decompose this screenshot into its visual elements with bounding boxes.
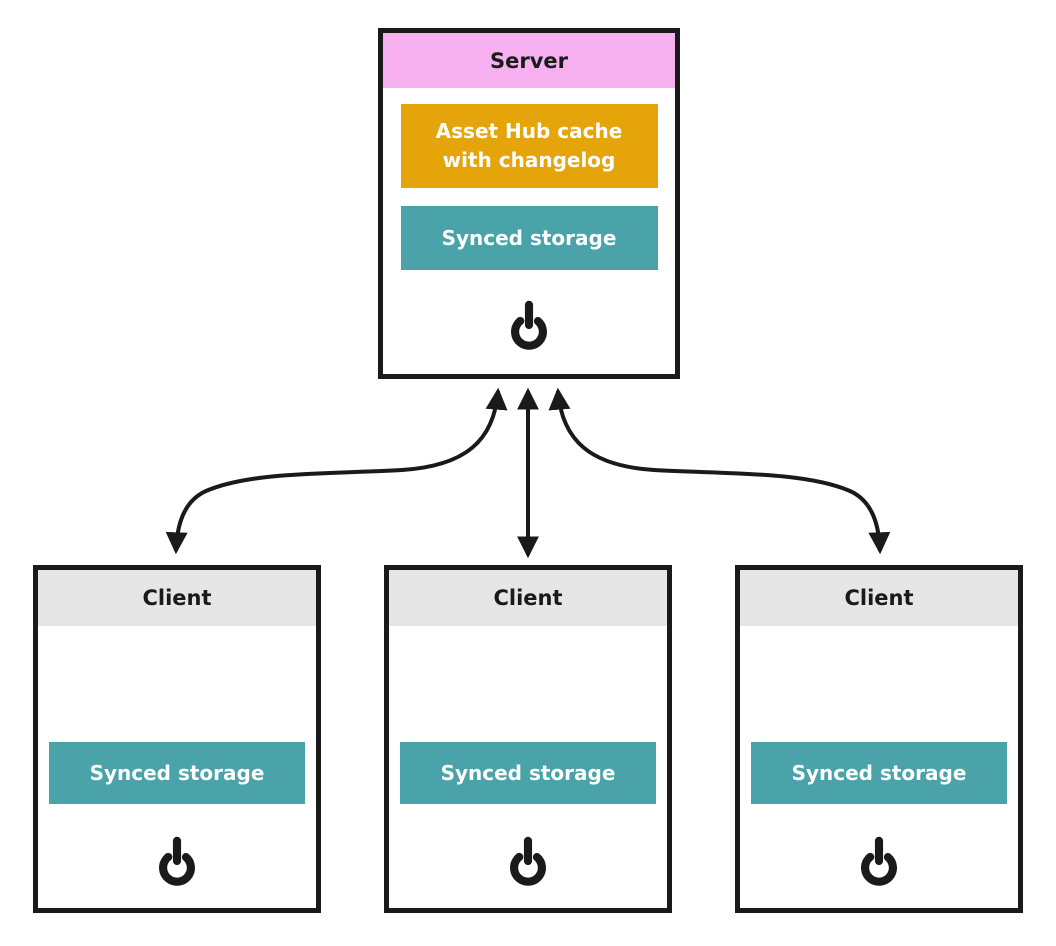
power-icon	[159, 836, 195, 886]
asset-hub-cache-box: Asset Hub cache with changelog	[400, 104, 658, 188]
client-node-1: Client Synced storage	[33, 565, 321, 913]
arrow-server-client-1	[165, 387, 508, 555]
power-icon	[511, 300, 547, 350]
server-synced-storage-box: Synced storage	[400, 206, 658, 270]
client-synced-storage-box: Synced storage	[49, 742, 305, 804]
power-icon	[861, 836, 897, 886]
client-node-3: Client Synced storage	[735, 565, 1023, 913]
arrow-server-client-3	[548, 387, 891, 555]
server-node: Server Asset Hub cache with changelog Sy…	[378, 28, 680, 379]
client-title: Client	[389, 570, 667, 626]
client-synced-storage-box: Synced storage	[400, 742, 656, 804]
server-title: Server	[383, 33, 675, 88]
power-icon	[510, 836, 546, 886]
client-title: Client	[740, 570, 1018, 626]
client-synced-storage-box: Synced storage	[751, 742, 1007, 804]
client-title: Client	[38, 570, 316, 626]
client-node-2: Client Synced storage	[384, 565, 672, 913]
